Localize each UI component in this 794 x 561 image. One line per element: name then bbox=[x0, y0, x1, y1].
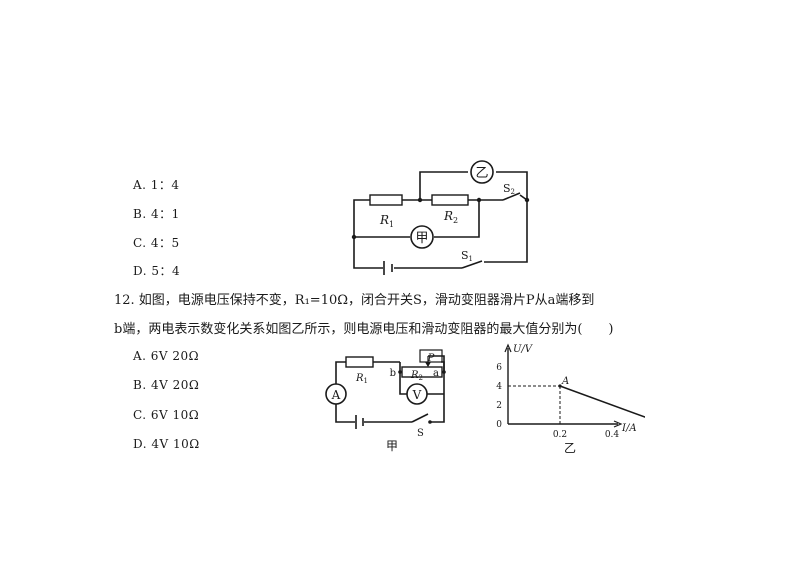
q11-resistor-r1 bbox=[369, 194, 403, 206]
q12-circuit-diagram: A V R1 R2 P b a S 甲 bbox=[325, 349, 446, 453]
q11-option-d[interactable]: D. 5：4 bbox=[133, 264, 181, 278]
x-axis-arrow bbox=[613, 420, 623, 428]
q11-meter-jia-label: 甲 bbox=[415, 231, 428, 246]
q12-option-d[interactable]: D. 4V 10Ω bbox=[133, 437, 200, 451]
q11-meter-yi bbox=[470, 160, 494, 184]
q12-switch-label: S bbox=[417, 428, 424, 439]
y-axis-arrow bbox=[504, 343, 512, 353]
x-tick-label: 0.2 bbox=[553, 430, 567, 440]
q12-r2-label: R2 bbox=[410, 370, 423, 382]
q11-option-b[interactable]: B. 4：1 bbox=[133, 207, 180, 221]
q11-option-a[interactable]: A. 1：4 bbox=[133, 178, 180, 192]
q11-s2-label: S2 bbox=[503, 182, 515, 196]
q12-voltmeter bbox=[406, 383, 428, 405]
q11-meter-jia bbox=[410, 225, 434, 249]
y-tick-label: 2 bbox=[496, 401, 502, 411]
y-tick-label: 0 bbox=[496, 420, 502, 430]
q12-rheostat-r2 bbox=[401, 366, 443, 378]
q12-stem-line-2: b端，两电表示数变化关系如图乙所示，则电源电压和滑动变阻器的最大值分别为( ) bbox=[114, 322, 614, 337]
q12-option-a[interactable]: A. 6V 20Ω bbox=[133, 349, 200, 363]
q11-r1-label: R1 bbox=[379, 213, 394, 229]
data-point-a bbox=[558, 384, 562, 388]
x-axis-label: I/A bbox=[621, 423, 637, 434]
y-tick-label: 4 bbox=[496, 382, 502, 392]
q11-meter-yi-label: 乙 bbox=[475, 166, 488, 181]
q12-resistor-r1 bbox=[345, 356, 374, 368]
q12-end-a-label: a bbox=[433, 368, 439, 379]
y-tick-label: 6 bbox=[496, 363, 502, 373]
q11-circuit-diagram: 乙 甲 R1 R2 S2 S1 bbox=[351, 160, 530, 275]
data-line bbox=[559, 385, 645, 418]
q12-option-b[interactable]: B. 4V 20Ω bbox=[133, 378, 200, 392]
q12-r1-label: R1 bbox=[355, 373, 368, 385]
data-point-label: A bbox=[561, 376, 569, 387]
q11-s1-label: S1 bbox=[461, 249, 473, 263]
q12-end-b-label: b bbox=[390, 368, 396, 379]
q12-voltmeter-label: V bbox=[412, 388, 422, 402]
q11-r2-label: R2 bbox=[443, 209, 458, 225]
q12-option-c[interactable]: C. 6V 10Ω bbox=[133, 408, 200, 422]
x-tick-label: 0.4 bbox=[605, 430, 620, 440]
q12-ammeter-label: A bbox=[331, 388, 341, 402]
graph-caption: 乙 bbox=[564, 441, 576, 455]
q12-slider-label: P bbox=[427, 353, 435, 364]
q11-resistor-r2 bbox=[431, 194, 469, 206]
y-axis-label: U/V bbox=[513, 344, 534, 355]
q12-ammeter bbox=[325, 383, 347, 405]
q12-circuit-caption: 甲 bbox=[386, 439, 398, 453]
q12-stem-line-1: 12. 如图，电源电压保持不变，R₁=10Ω，闭合开关S，滑动变阻器滑片P从a端… bbox=[114, 293, 595, 308]
q11-option-c[interactable]: C. 4：5 bbox=[133, 236, 180, 250]
